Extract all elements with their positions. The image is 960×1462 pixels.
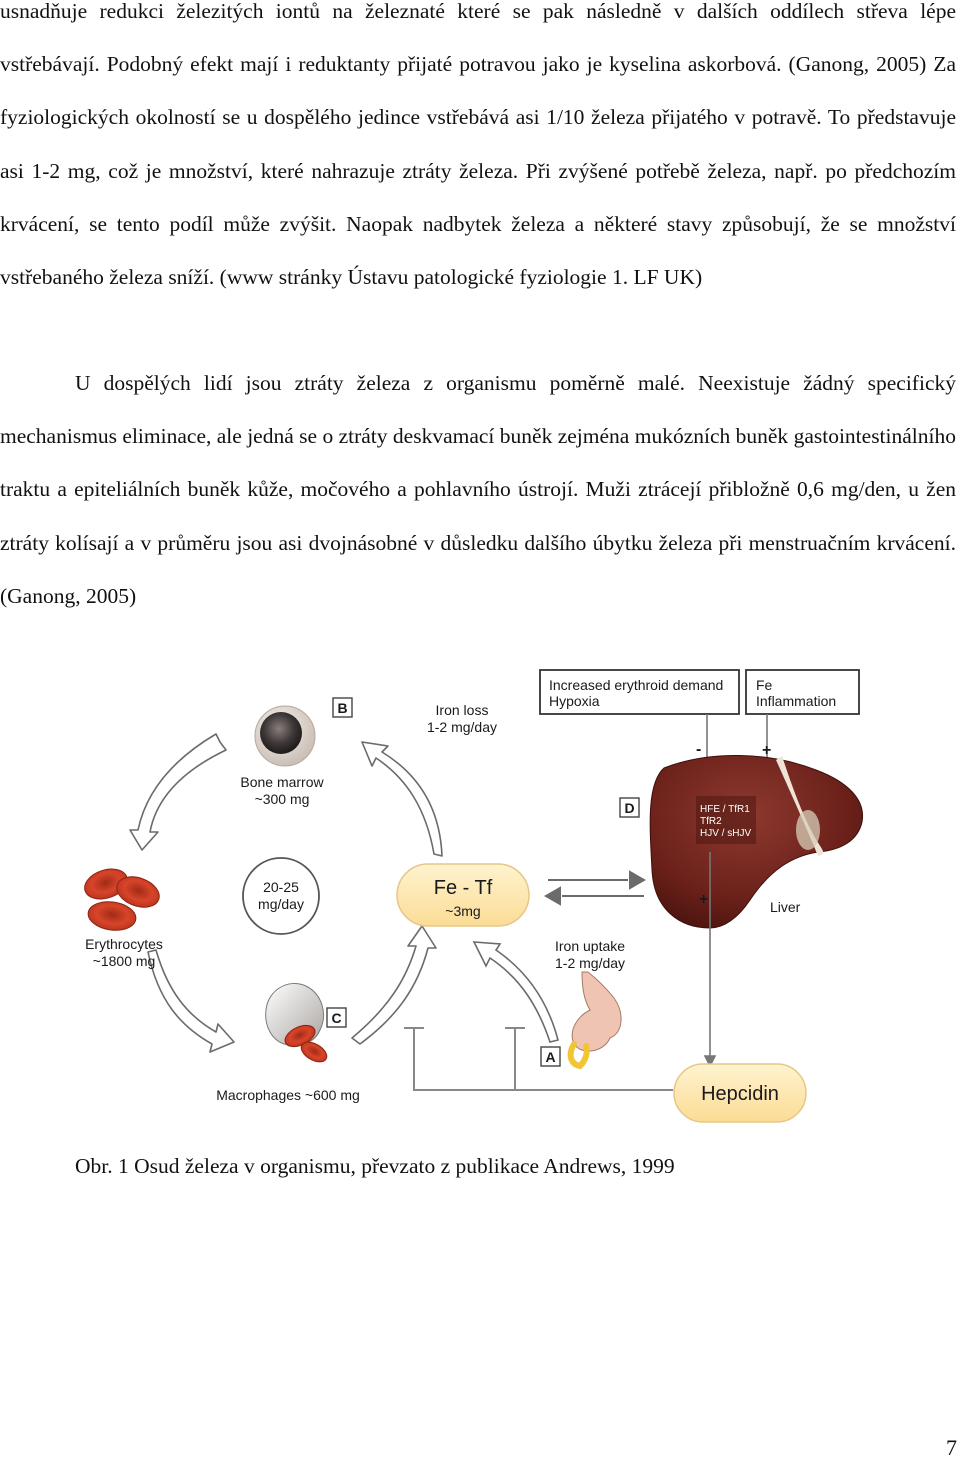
sign-plus: + bbox=[762, 742, 771, 759]
bone-marrow-label: Bone marrow bbox=[240, 774, 324, 790]
iron-cycle-diagram: B Bone marrow ~300 mg Iron loss 1-2 mg/d… bbox=[84, 669, 864, 1123]
tag-a bbox=[540, 1046, 561, 1067]
iron-uptake-label: Iron uptake bbox=[555, 938, 625, 954]
bone-marrow-amount: ~300 mg bbox=[255, 791, 310, 807]
liver-illustration bbox=[649, 754, 864, 929]
signals-inflammation-line2: Inflammation bbox=[756, 693, 836, 709]
tag-b bbox=[332, 697, 353, 718]
tag-a-text: A bbox=[545, 1049, 555, 1065]
sign-plus-hepcidin: + bbox=[699, 891, 708, 908]
fe-tf-label: Fe - Tf bbox=[434, 877, 493, 899]
iron-metabolism-figure: B Bone marrow ~300 mg Iron loss 1-2 mg/d… bbox=[70, 660, 890, 1130]
iron-loss-label: Iron loss bbox=[436, 702, 489, 718]
iron-loss-amount: 1-2 mg/day bbox=[427, 719, 497, 735]
liver-label: Liver bbox=[770, 899, 801, 915]
daily-flow-line1: 20-25 bbox=[263, 879, 299, 895]
erythrocytes-label: Erythrocytes bbox=[85, 936, 163, 952]
tag-c-text: C bbox=[331, 1010, 341, 1026]
body-paragraph-2: U dospělých lidí jsou ztráty železa z or… bbox=[0, 371, 956, 608]
erythrocytes-illustration bbox=[84, 868, 160, 931]
tag-d bbox=[619, 797, 640, 818]
fe-tf-box bbox=[396, 863, 530, 927]
hepcidin-box bbox=[673, 1063, 807, 1123]
daily-flow-circle bbox=[242, 857, 320, 935]
erythrocytes-amount: ~1800 mg bbox=[93, 953, 156, 969]
body-paragraph-1: usnadňuje redukci železitých iontů na že… bbox=[0, 0, 956, 290]
stomach-illustration bbox=[567, 971, 622, 1070]
macrophages-label: Macrophages ~600 mg bbox=[216, 1087, 360, 1103]
signals-box-demand bbox=[539, 669, 740, 715]
macrophage-illustration bbox=[265, 983, 328, 1063]
tag-c bbox=[326, 1007, 347, 1028]
signals-inflammation-line1: Fe bbox=[756, 677, 773, 693]
tag-d-text: D bbox=[624, 800, 634, 816]
sign-minus: - bbox=[696, 741, 701, 758]
hepcidin-label: Hepcidin bbox=[701, 1083, 779, 1105]
figure-caption: Obr. 1 Osud železa v organismu, převzato… bbox=[75, 1154, 675, 1178]
signals-demand-line2: Hypoxia bbox=[549, 693, 600, 709]
cycle-arrow-marrow-to-rbc bbox=[129, 733, 227, 851]
signals-demand-line1: Increased erythroid demand bbox=[549, 677, 723, 693]
signals-box-inflammation bbox=[745, 669, 860, 715]
liver-exchange-arrows bbox=[543, 870, 647, 906]
liver-gene-2: TfR2 bbox=[700, 816, 722, 827]
tag-b-text: B bbox=[337, 700, 347, 716]
bone-marrow-cell bbox=[254, 705, 316, 767]
fe-tf-amount: ~3mg bbox=[445, 903, 480, 919]
page-number: 7 bbox=[946, 1435, 957, 1460]
cycle-arrow-rbc-to-macrophage bbox=[147, 949, 235, 1053]
daily-flow-line2: mg/day bbox=[258, 896, 304, 912]
uptake-arrow bbox=[472, 941, 559, 1043]
cycle-arrow-fetf-to-marrow bbox=[361, 741, 443, 857]
hepcidin-inhibition-lines bbox=[404, 1027, 673, 1091]
liver-gene-1: HFE / TfR1 bbox=[700, 804, 750, 815]
liver-gene-3: HJV / sHJV bbox=[700, 828, 751, 839]
cycle-arrow-macrophage-to-fetf bbox=[351, 925, 437, 1045]
iron-uptake-amount: 1-2 mg/day bbox=[555, 955, 625, 971]
